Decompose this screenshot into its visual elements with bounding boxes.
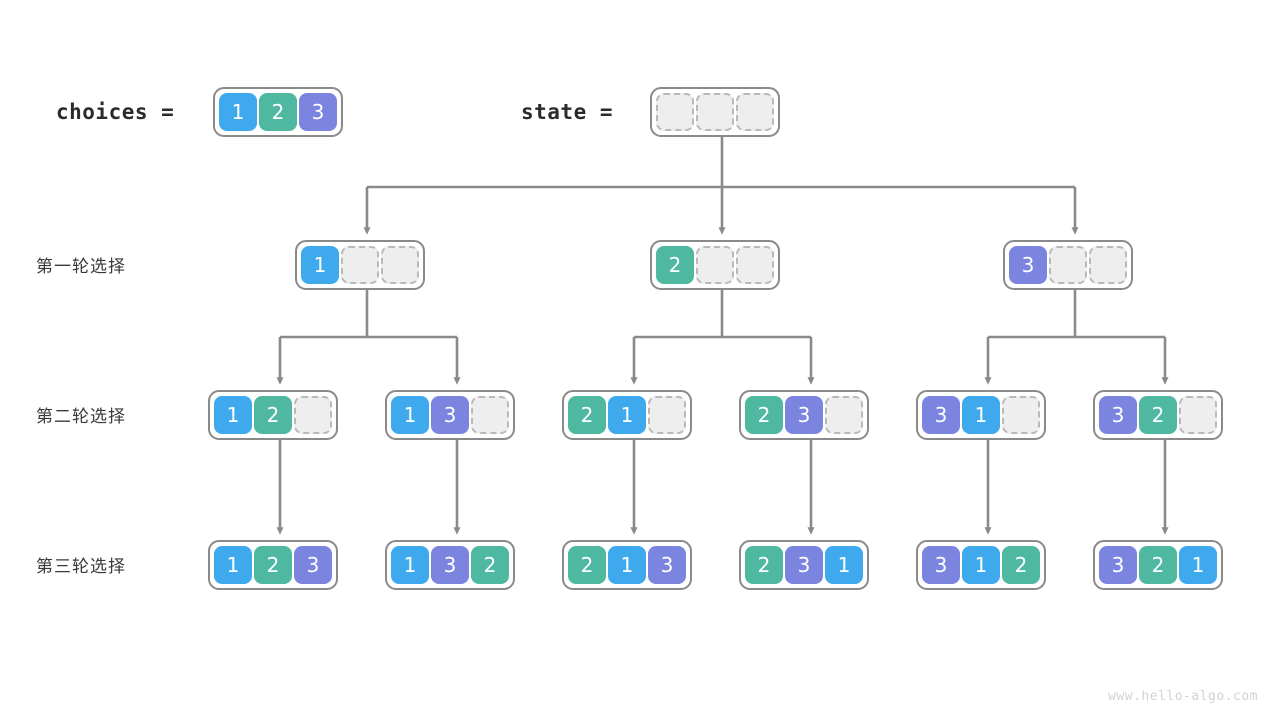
node-r2-4-cell-2: [825, 396, 863, 434]
node-r3-5-cell-1: 1: [962, 546, 1000, 584]
node-r3-4-cell-2: 1: [825, 546, 863, 584]
node-r2-2-cell-1: 3: [431, 396, 469, 434]
node-r2-4-cell-1: 3: [785, 396, 823, 434]
node-r1-3-cell-2: [1089, 246, 1127, 284]
node-r2-3-cell-1: 1: [608, 396, 646, 434]
node-r3-1-cell-0: 1: [214, 546, 252, 584]
node-round-1-3: 3: [1003, 240, 1133, 290]
row-label-round-2: 第二轮选择: [36, 407, 126, 427]
node-r3-3-cell-2: 3: [648, 546, 686, 584]
node-r3-5-cell-2: 2: [1002, 546, 1040, 584]
node-r2-1-cell-1: 2: [254, 396, 292, 434]
choices-cell-2: 3: [299, 93, 337, 131]
node-r2-3-cell-2: [648, 396, 686, 434]
node-r2-2-cell-0: 1: [391, 396, 429, 434]
node-r2-4-cell-0: 2: [745, 396, 783, 434]
node-r2-2-cell-2: [471, 396, 509, 434]
state-array: [650, 87, 780, 137]
row-label-round-3: 第三轮选择: [36, 557, 126, 577]
node-r3-5-cell-0: 3: [922, 546, 960, 584]
node-r1-2-cell-1: [696, 246, 734, 284]
node-r3-6-cell-0: 3: [1099, 546, 1137, 584]
node-r2-5-cell-0: 3: [922, 396, 960, 434]
node-r3-4-cell-1: 3: [785, 546, 823, 584]
node-r1-1-cell-1: [341, 246, 379, 284]
row-label-round-1: 第一轮选择: [36, 257, 126, 277]
node-r2-1-cell-2: [294, 396, 332, 434]
node-r1-1-cell-0: 1: [301, 246, 339, 284]
node-round-1-1: 1: [295, 240, 425, 290]
node-round-1-2: 2: [650, 240, 780, 290]
node-r3-2-cell-0: 1: [391, 546, 429, 584]
choices-cell-1: 2: [259, 93, 297, 131]
node-r2-5-cell-1: 1: [962, 396, 1000, 434]
state-cell-0: [656, 93, 694, 131]
watermark: www.hello-algo.com: [1108, 689, 1258, 704]
node-r1-2-cell-0: 2: [656, 246, 694, 284]
state-cell-2: [736, 93, 774, 131]
node-r2-1-cell-0: 1: [214, 396, 252, 434]
node-r2-3-cell-0: 2: [568, 396, 606, 434]
choices-label: choices =: [56, 100, 175, 124]
node-r2-6-cell-0: 3: [1099, 396, 1137, 434]
node-r1-3-cell-1: [1049, 246, 1087, 284]
node-r2-6-cell-2: [1179, 396, 1217, 434]
node-r3-1-cell-1: 2: [254, 546, 292, 584]
state-cell-1: [696, 93, 734, 131]
node-r3-2-cell-2: 2: [471, 546, 509, 584]
node-r2-6-cell-1: 2: [1139, 396, 1177, 434]
node-r1-3-cell-0: 3: [1009, 246, 1047, 284]
node-r3-6-cell-2: 1: [1179, 546, 1217, 584]
node-r3-3-cell-0: 2: [568, 546, 606, 584]
node-r3-2-cell-1: 3: [431, 546, 469, 584]
node-r3-3-cell-1: 1: [608, 546, 646, 584]
choices-cell-0: 1: [219, 93, 257, 131]
node-r3-6-cell-1: 2: [1139, 546, 1177, 584]
node-r3-4-cell-0: 2: [745, 546, 783, 584]
state-label: state =: [521, 100, 614, 124]
node-r3-1-cell-2: 3: [294, 546, 332, 584]
node-r1-1-cell-2: [381, 246, 419, 284]
node-r2-5-cell-2: [1002, 396, 1040, 434]
node-r1-2-cell-2: [736, 246, 774, 284]
